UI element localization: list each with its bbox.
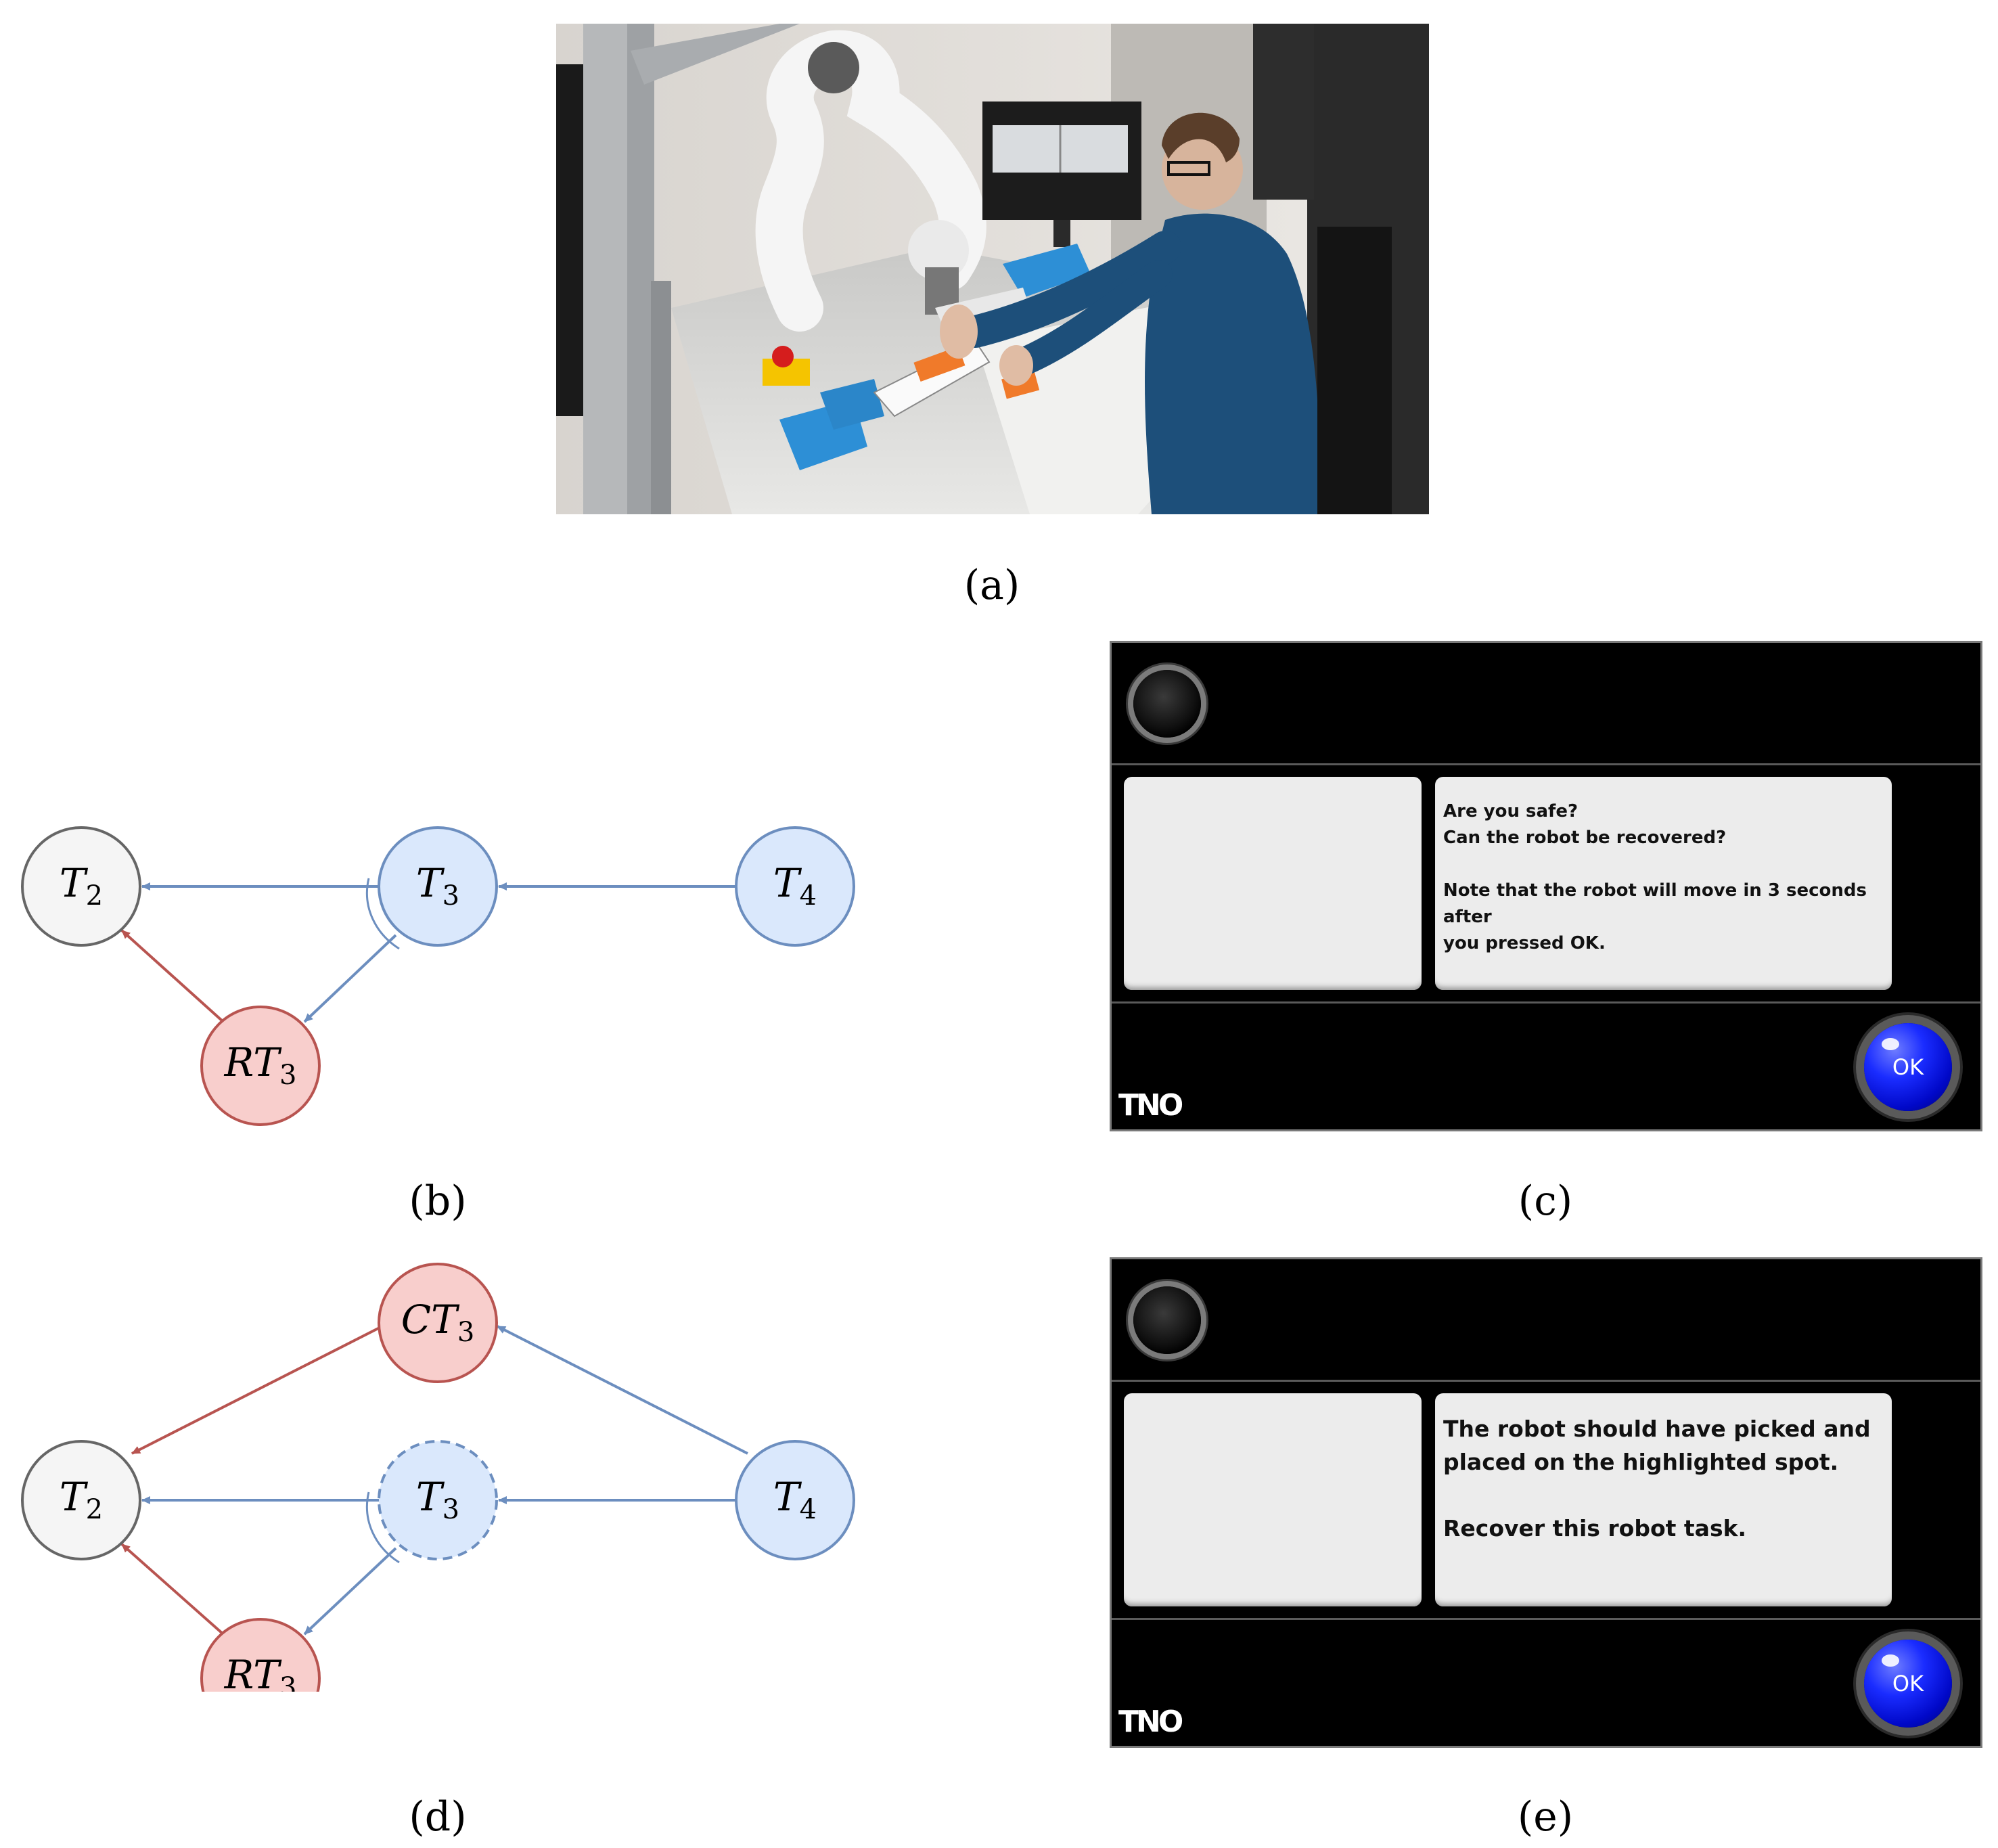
ok-label: OK [1892, 1054, 1924, 1080]
svg-text:RT3: RT3 [224, 1039, 297, 1091]
message-panel: The robot should have picked and placed … [1435, 1393, 1892, 1606]
ok-label: OK [1892, 1671, 1924, 1696]
edge-t3-rt3 [303, 1547, 397, 1636]
or-arc [365, 878, 400, 950]
node-t2: T2 [21, 1440, 141, 1560]
tno-logo: TNO [1118, 1088, 1183, 1123]
message-text: The robot should have picked and placed … [1443, 1416, 1871, 1541]
divider [1112, 763, 1980, 765]
node-t4: T4 [735, 826, 855, 947]
svg-text:T2: T2 [60, 1474, 103, 1525]
node-t3-dashed: T3 [378, 1440, 498, 1560]
panel-b-caption: (b) [409, 1177, 467, 1225]
image-panel [1124, 777, 1422, 990]
node-t4: T4 [735, 1440, 855, 1560]
or-arc [365, 1491, 400, 1564]
node-t3: T3 [378, 826, 498, 947]
panel-e-caption: (e) [1517, 1793, 1574, 1841]
edge-rt3-t2 [120, 929, 225, 1023]
svg-text:T3: T3 [416, 1474, 459, 1525]
divider [1112, 1380, 1980, 1382]
edge-ct3-t2 [131, 1325, 383, 1455]
svg-text:RT3: RT3 [224, 1652, 297, 1692]
ok-button[interactable]: OK [1864, 1023, 1952, 1111]
robot-workcell-photo [556, 24, 1429, 514]
image-panel [1124, 1393, 1422, 1606]
svg-text:T4: T4 [773, 1474, 817, 1525]
svg-text:T2: T2 [60, 860, 103, 911]
panel-a-caption: (a) [963, 562, 1020, 609]
task-graph-d: CT3 T2 T3 T4 RT3 [21, 1263, 855, 1692]
node-rt3: RT3 [200, 1006, 321, 1126]
hmi-screen-c: Are you safe? Can the robot be recovered… [1110, 641, 1982, 1131]
divider [1112, 1001, 1980, 1004]
edge-rt3-t2 [120, 1543, 225, 1636]
svg-text:CT3: CT3 [401, 1297, 475, 1348]
panel-d-caption: (d) [409, 1793, 467, 1841]
edge-t4-ct3 [497, 1325, 748, 1455]
hmi-screen-e: The robot should have picked and placed … [1110, 1257, 1982, 1748]
panel-c-caption: (c) [1518, 1177, 1573, 1225]
message-text: Are you safe? Can the robot be recovered… [1443, 801, 1867, 953]
svg-text:T3: T3 [416, 860, 459, 911]
task-graph-b: T2 T3 T4 RT3 [21, 826, 855, 1126]
ok-button[interactable]: OK [1864, 1640, 1952, 1728]
edge-t3-rt3 [303, 934, 397, 1023]
status-light-icon [1133, 670, 1201, 738]
svg-text:T4: T4 [773, 860, 817, 911]
divider [1112, 1618, 1980, 1620]
node-t2: T2 [21, 826, 141, 947]
status-light-icon [1133, 1286, 1201, 1354]
node-rt3: RT3 [200, 1618, 321, 1692]
message-panel: Are you safe? Can the robot be recovered… [1435, 777, 1892, 990]
tno-logo: TNO [1118, 1705, 1183, 1739]
node-ct3: CT3 [378, 1263, 498, 1383]
